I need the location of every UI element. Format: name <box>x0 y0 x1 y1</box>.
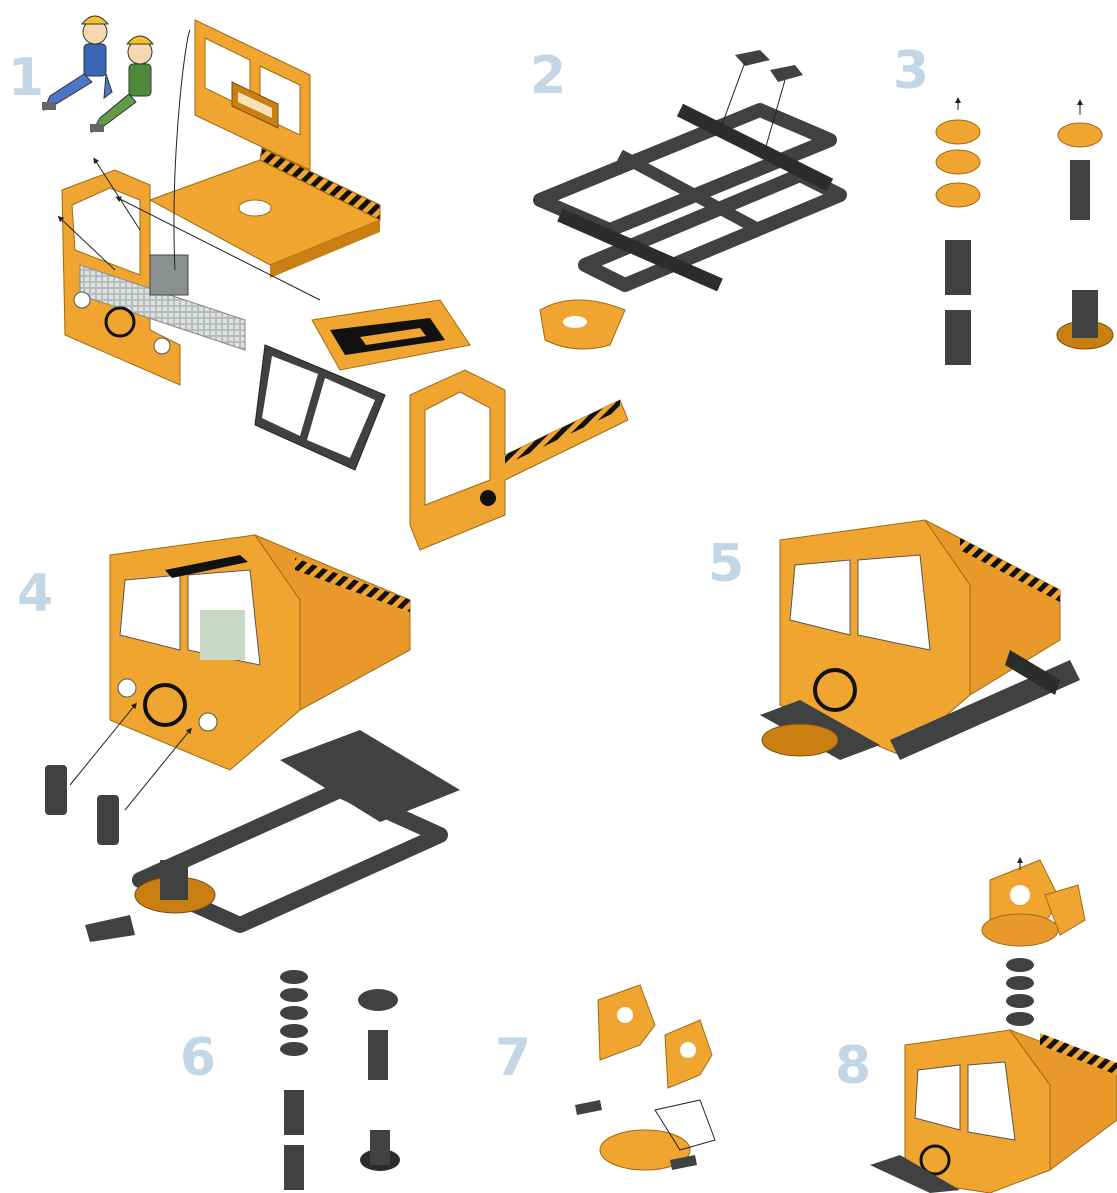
crane-turret-icon <box>575 985 715 1170</box>
step-4-illustration <box>45 535 460 942</box>
truck-cab-icon <box>905 1030 1117 1193</box>
step-5-illustration <box>760 520 1080 760</box>
step-7-illustration <box>575 985 715 1170</box>
step-1-illustration <box>42 16 628 550</box>
wheel-disc-icon <box>1057 102 1113 349</box>
cab-back-panel <box>195 20 310 170</box>
wheel-disc-icon <box>280 970 308 1190</box>
step-6-illustration <box>280 970 400 1190</box>
chassis-frame-icon <box>540 110 840 285</box>
chassis-frame-icon <box>135 730 460 925</box>
wheel-disc-icon <box>936 100 980 365</box>
step-2-illustration <box>540 50 840 349</box>
step-3-illustration <box>936 100 1113 365</box>
wheel-disc-icon <box>358 989 400 1171</box>
hood-piece <box>312 300 470 370</box>
cab-side-panel <box>410 370 628 550</box>
crane-turret-icon <box>982 860 1085 1026</box>
worker-figure-icon <box>42 16 112 110</box>
step-8-illustration <box>870 860 1117 1193</box>
